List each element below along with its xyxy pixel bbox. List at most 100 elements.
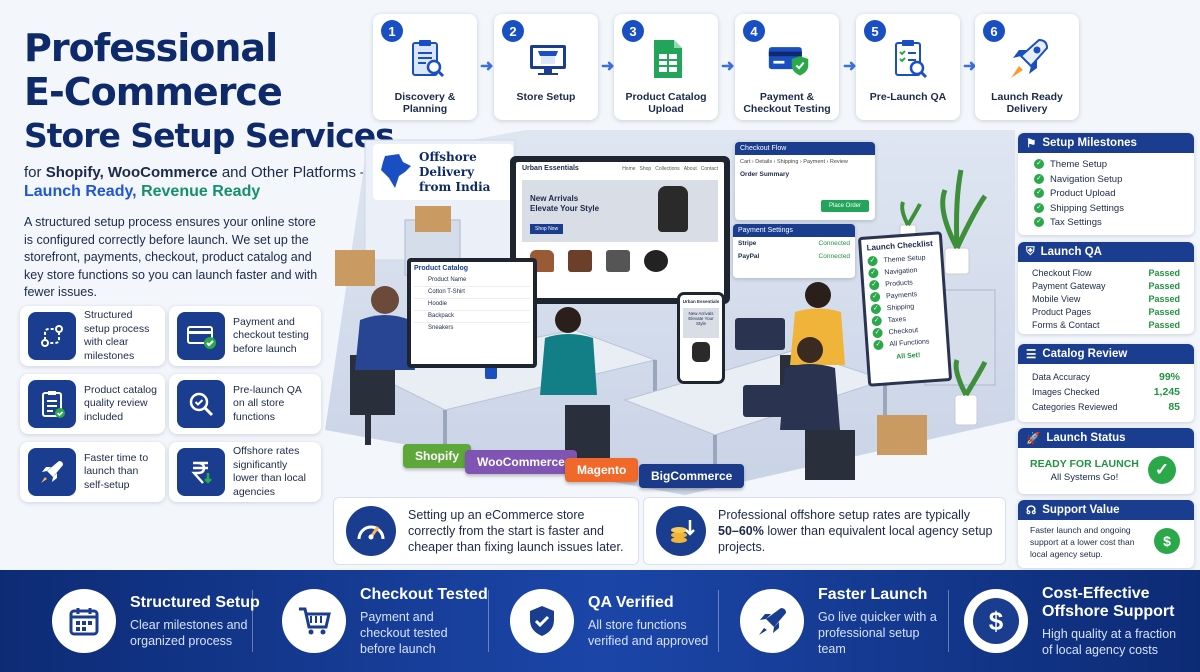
platform-tag-shopify: Shopify — [403, 444, 471, 468]
benefit-desc: Payment and checkout tested before launc… — [360, 609, 448, 656]
review-name: Images Checked — [1032, 387, 1100, 397]
info-text: Setting up an eCommerce store correctly … — [408, 508, 624, 554]
rupee-icon — [177, 448, 225, 496]
review-row: Data Accuracy 99% — [1018, 370, 1194, 385]
info-text-pre: Professional offshore setup rates are ty… — [718, 508, 970, 522]
milestone-item: ✓ Shipping Settings — [1034, 202, 1194, 217]
site-nav-item[interactable]: About — [683, 165, 697, 172]
info-text: Professional offshore setup rates are ty… — [718, 507, 993, 555]
catalog-row: Hoodie — [414, 299, 530, 311]
calendar-icon — [52, 589, 116, 653]
place-order-button[interactable]: Place Order — [820, 200, 869, 212]
step-label: Discovery & Planning — [394, 91, 456, 115]
panel-header: ☊ Support Value — [1018, 500, 1194, 520]
laptop — [735, 318, 785, 350]
step-number: 5 — [864, 20, 886, 42]
benefit-desc: All store functions verified and approve… — [588, 617, 709, 648]
milestone-label: Navigation Setup — [1050, 173, 1123, 185]
platform-tag-woocommerce: WooCommerce — [465, 450, 577, 474]
magnifier-check-icon — [177, 380, 225, 428]
payment-row: Stripe Connected — [733, 237, 855, 250]
review-name: Data Accuracy — [1032, 372, 1091, 382]
offshore-banner: Offshore Delivery from India — [373, 144, 513, 200]
review-name: Categories Reviewed — [1032, 402, 1118, 412]
launch-status-sub: All Systems Go! — [1050, 472, 1119, 483]
catalog-monitor: Product Catalog Product Name Cotton T-Sh… — [407, 258, 537, 368]
backpack-image — [658, 186, 688, 232]
milestone-item: ✓ Tax Settings — [1034, 216, 1194, 231]
payment-name: Stripe — [738, 240, 757, 247]
divider — [948, 590, 949, 652]
product-thumb[interactable] — [568, 250, 592, 272]
check-circle-icon: ✓ — [1148, 456, 1176, 484]
step-label: Payment & Checkout Testing — [743, 91, 831, 115]
qa-status: Passed — [1148, 281, 1180, 291]
checklist-label: Products — [885, 279, 914, 289]
check-icon: ✓ — [871, 315, 883, 327]
panel-header: ⚑Setup Milestones — [1018, 133, 1194, 153]
review-value: 99% — [1158, 371, 1180, 383]
product-thumb[interactable] — [644, 250, 668, 272]
rocket-icon — [28, 448, 76, 496]
milestone-label: Shipping Settings — [1050, 202, 1124, 214]
site-nav-item[interactable]: Contact — [700, 165, 718, 172]
subtitle: for Shopify, WooCommerce and Other Platf… — [24, 162, 384, 184]
checklist-label: Payments — [885, 291, 918, 301]
review-value: 1,245 — [1153, 386, 1180, 398]
offshore-text: Offshore Delivery from India — [419, 149, 491, 194]
support-value-text: Faster launch and ongoing support at a l… — [1030, 525, 1135, 559]
arrow-icon: ➜ — [721, 58, 735, 75]
step-label: Store Setup — [516, 91, 576, 103]
qa-name: Forms & Contact — [1032, 320, 1100, 330]
checklist-done: All Set! — [896, 352, 921, 361]
payment-status: Connected — [818, 240, 850, 247]
coins-down-icon — [656, 506, 706, 556]
panel-title: Launch Status — [1046, 432, 1126, 444]
shield-check-icon — [510, 589, 574, 653]
feature-text: Offshore rates significantly lower than … — [233, 445, 306, 498]
feature-text: Pre-launch QA on all store functions — [233, 383, 302, 423]
checkout-title: Checkout Flow — [735, 142, 875, 155]
hero-banner: New Arrivals Elevate Your Style Shop Now — [522, 180, 718, 242]
cart-icon — [282, 589, 346, 653]
panel-header: ☰Catalog Review — [1018, 344, 1194, 364]
feature-text: Faster time to launch than self-setup — [84, 451, 149, 491]
benefit-title: Cost-Effective Offshore Support — [1042, 584, 1175, 620]
launch-checklist-board: Launch Checklist ✓Theme Setup ✓Navigatio… — [857, 231, 953, 387]
qa-status: Passed — [1148, 307, 1180, 317]
headset-icon: ☊ — [1026, 505, 1037, 517]
product-thumb[interactable] — [606, 250, 630, 272]
catalog-title: Product Catalog — [414, 265, 469, 272]
check-icon: ✓ — [872, 327, 883, 339]
check-icon: ✓ — [1034, 202, 1044, 213]
milestone-label: Theme Setup — [1050, 159, 1108, 170]
milestone-item: ✓Product Upload — [1034, 187, 1194, 202]
hero-button[interactable]: Shop Now — [530, 224, 564, 234]
checklist-label: Shipping — [886, 303, 915, 313]
check-icon: ✓ — [1034, 217, 1044, 228]
site-nav-item[interactable]: Home — [622, 165, 636, 172]
site-nav-item[interactable]: Collections — [655, 165, 680, 172]
check-icon: ✓ — [873, 339, 884, 351]
site-nav-item[interactable]: Shop — [639, 165, 652, 172]
check-icon: ✓ — [867, 255, 878, 267]
panel-title: Support Value — [1042, 504, 1120, 516]
subtitle-bold: Shopify, WooCommerce — [45, 164, 218, 181]
clipboard-check-icon — [28, 380, 76, 428]
feature-card: Product catalog quality review included — [20, 374, 165, 434]
milestones-panel: ⚑Setup Milestones ✓ Theme Setup ✓ Navigati… — [1018, 133, 1194, 235]
dollar-down-icon: $ — [1154, 528, 1180, 554]
milestone-label: Tax Settings — [1050, 217, 1102, 228]
check-icon: ✓ — [1034, 188, 1044, 199]
storefront-icon — [526, 36, 570, 82]
qa-status: Passed — [1148, 294, 1180, 304]
